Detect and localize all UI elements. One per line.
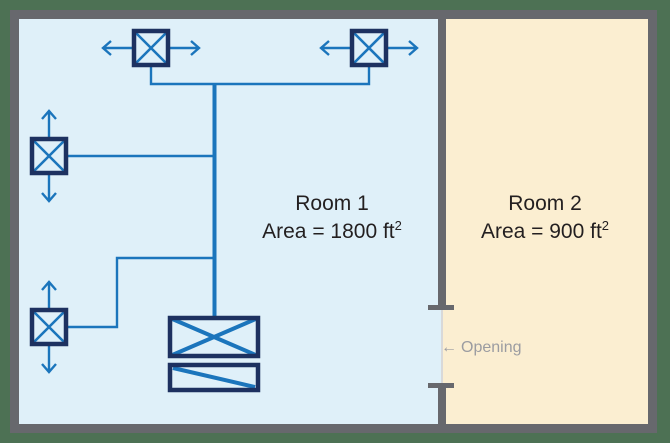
room-2-name: Room 2 — [508, 192, 582, 215]
opening-label-text: Opening — [461, 339, 522, 356]
room-2 — [446, 19, 648, 424]
opening-line — [441, 310, 443, 383]
opening-room2-side — [443, 310, 446, 383]
room-2-area: Area = 900 ft2 — [480, 218, 610, 243]
room-2-label: Room 2 Area = 900 ft2 — [435, 190, 655, 246]
opening-end-cap-top — [428, 305, 454, 310]
opening-room1-side — [438, 310, 441, 383]
opening-label: ←Opening — [441, 339, 522, 357]
room-1-area: Area = 1800 ft2 — [262, 218, 402, 243]
opening-end-cap-bottom — [428, 383, 454, 388]
room-1-name: Room 1 — [295, 192, 369, 215]
left-arrow-icon: ← — [441, 339, 457, 356]
room-1-label: Room 1 Area = 1800 ft2 — [222, 190, 442, 246]
room-1-area-exponent: 2 — [394, 218, 402, 233]
room-2-area-exponent: 2 — [601, 218, 610, 233]
